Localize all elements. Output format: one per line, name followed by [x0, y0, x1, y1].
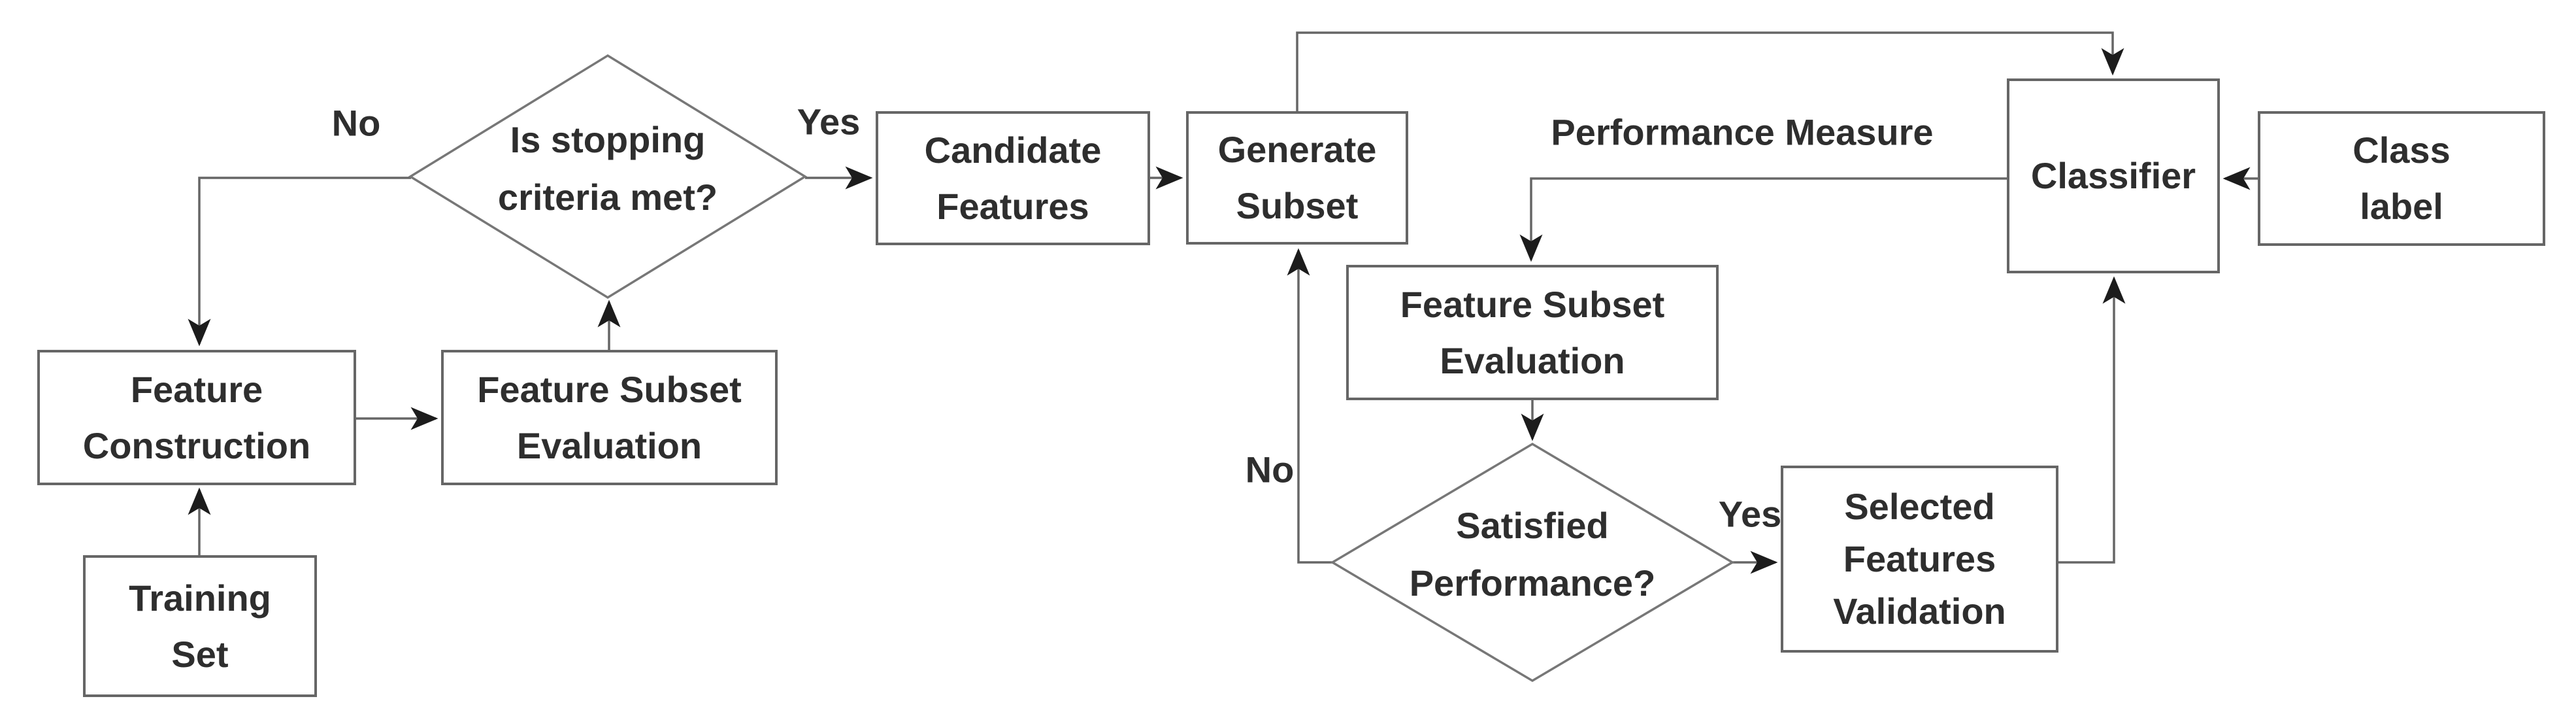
edge-validation-to-classifier: [2058, 276, 2126, 564]
node-label-line: Candidate: [924, 129, 1102, 171]
node-label-line: Generate: [1217, 129, 1377, 170]
edge-classifier-performance-to-evaluation: [1519, 177, 2007, 262]
node-label-line: Features: [936, 185, 1089, 227]
label-performance-measure: Performance Measure: [1551, 111, 1934, 153]
node-label-line: Feature Subset: [1400, 283, 1665, 325]
decision-stopping-criteria-shape: [408, 54, 808, 299]
node-classifier: Classifier: [2007, 78, 2220, 273]
node-label-line: Class: [2353, 129, 2451, 171]
label-stopping-yes: Yes: [797, 101, 861, 143]
node-label-line: Evaluation: [516, 424, 702, 466]
node-label-line: Feature: [130, 368, 263, 410]
node-label-line: Set: [171, 633, 229, 675]
node-label-line: Classifier: [2030, 155, 2196, 196]
node-label-line: Feature Subset: [477, 368, 742, 410]
node-label-line: Training: [129, 577, 271, 619]
label-performance-no: No: [1245, 449, 1295, 490]
node-label-line: Features: [1843, 538, 1996, 579]
node-label-line: Evaluation: [1440, 339, 1625, 381]
node-label-line: Subset: [1236, 185, 1359, 226]
label-stopping-no: No: [331, 102, 381, 144]
edge-stopping-no-to-feature-construction: [188, 177, 411, 347]
node-label-line: label: [2360, 186, 2443, 227]
node-class-label: Class label: [2258, 111, 2545, 246]
edge-performance-no-to-generate-subset: [1287, 248, 1332, 564]
edge-generate-subset-to-classifier-loop: [1296, 31, 2124, 111]
node-label-line: Construction: [82, 424, 311, 466]
node-label-line: Validation: [1833, 590, 2006, 632]
label-performance-yes: Yes: [1718, 493, 1782, 535]
node-label-line: Selected: [1844, 486, 1995, 527]
decision-satisfied-performance-shape: [1330, 442, 1735, 683]
